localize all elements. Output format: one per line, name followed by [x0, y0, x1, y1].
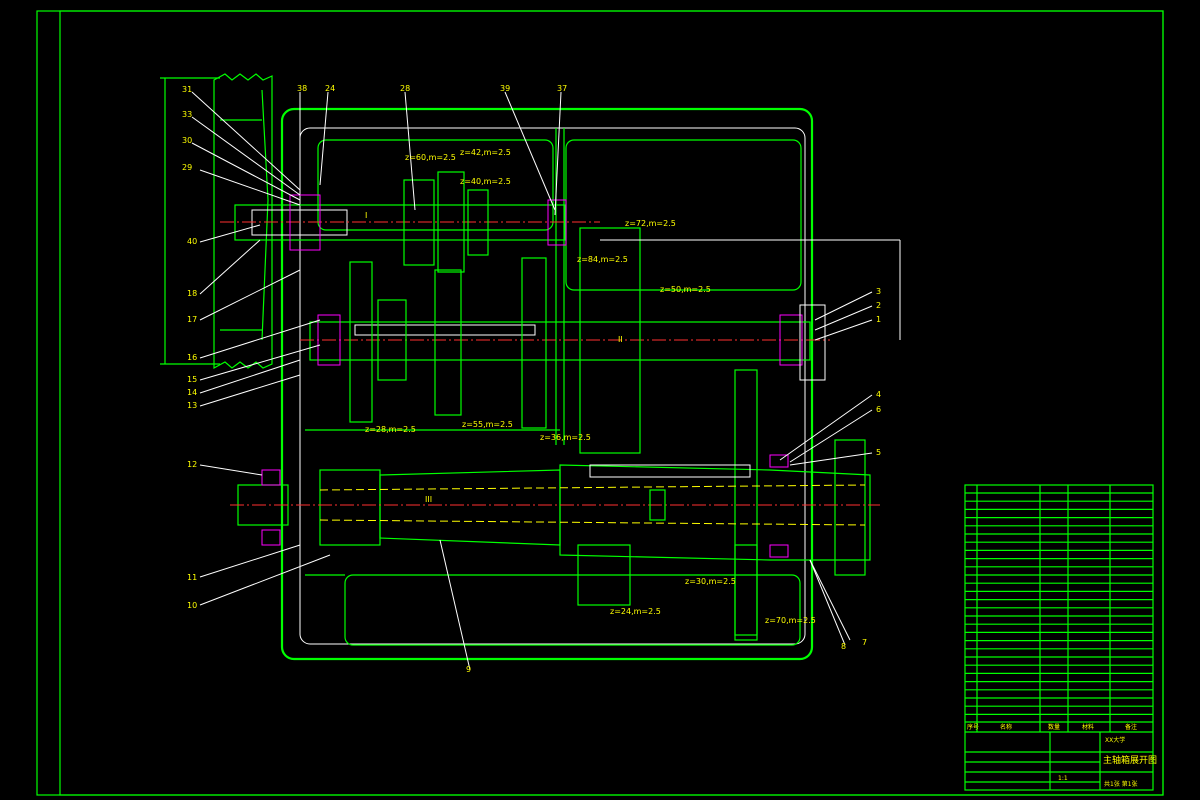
balloon-13: 13 [187, 401, 197, 410]
gear-note: z=84,m=2.5 [577, 255, 628, 264]
shaft-mark-III: III [425, 495, 432, 504]
parts-list-rows [965, 492, 1153, 716]
balloon-7: 7 [862, 638, 867, 647]
balloon-14: 14 [187, 388, 197, 397]
gear-note: z=24,m=2.5 [610, 607, 661, 616]
scale: 1:1 [1058, 775, 1068, 782]
balloon-31: 31 [182, 85, 192, 94]
gear-annotations: z=60,m=2.5 z=42,m=2.5 z=40,m=2.5 z=72,m=… [365, 148, 816, 625]
title-block: 主轴箱展开图 XX大学 序号 名称 数量 材料 备注 1:1 共1张 第1张 [964, 484, 1157, 791]
shaft-I [220, 171, 600, 273]
balloon-2: 2 [876, 301, 881, 310]
balloon-16: 16 [187, 353, 197, 362]
col-label: 名称 [1000, 723, 1012, 731]
v-belt-pulley [160, 73, 273, 370]
gear-note: z=70,m=2.5 [765, 616, 816, 625]
balloon-4: 4 [876, 390, 881, 399]
gear-note: z=72,m=2.5 [625, 219, 676, 228]
drawing-title: 主轴箱展开图 [1103, 754, 1157, 766]
balloon-10: 10 [187, 601, 197, 610]
gear-note: z=36,m=2.5 [540, 433, 591, 442]
balloon-11: 11 [187, 573, 197, 582]
part-balloons [191, 91, 901, 671]
balloon-12: 12 [187, 460, 197, 469]
balloon-18: 18 [187, 289, 197, 298]
balloon-5: 5 [876, 448, 881, 457]
balloon-17: 17 [187, 315, 197, 324]
outer-frame [36, 10, 1164, 796]
balloon-33: 33 [182, 110, 192, 119]
shaft-mark-I: I [365, 211, 367, 220]
sheet-count: 共1张 第1张 [1104, 780, 1138, 788]
balloon-8: 8 [841, 642, 846, 651]
col-label: 数量 [1048, 723, 1060, 731]
col-label: 材料 [1082, 723, 1094, 731]
balloon-24: 24 [325, 84, 335, 93]
school-name: XX大学 [1105, 736, 1125, 744]
gear-note: z=28,m=2.5 [365, 425, 416, 434]
col-label: 序号 [967, 723, 979, 731]
gear-note: z=42,m=2.5 [460, 148, 511, 157]
gear-note: z=30,m=2.5 [685, 577, 736, 586]
balloon-28: 28 [400, 84, 410, 93]
balloon-3: 3 [876, 287, 881, 296]
balloon-1: 1 [876, 315, 881, 324]
gear-note: z=50,m=2.5 [660, 285, 711, 294]
gear-note: z=60,m=2.5 [405, 153, 456, 162]
shaft-mark-II: II [618, 335, 623, 344]
gearbox-housing [280, 107, 814, 661]
balloon-labels: 31 33 30 29 40 18 17 16 15 14 13 38 24 2… [182, 84, 881, 674]
balloon-37: 37 [557, 84, 567, 93]
balloon-30: 30 [182, 136, 192, 145]
gear-note: z=55,m=2.5 [462, 420, 513, 429]
balloon-15: 15 [187, 375, 197, 384]
col-label: 备注 [1125, 723, 1137, 731]
balloon-9: 9 [466, 665, 471, 674]
gear-note: z=40,m=2.5 [460, 177, 511, 186]
balloon-38: 38 [297, 84, 307, 93]
balloon-29: 29 [182, 163, 192, 172]
inner-frame [59, 10, 1164, 796]
balloon-39: 39 [500, 84, 510, 93]
shaft-III-spindle [230, 439, 880, 636]
shaft-II [300, 227, 830, 641]
balloon-40: 40 [187, 237, 197, 246]
balloon-6: 6 [876, 405, 881, 414]
